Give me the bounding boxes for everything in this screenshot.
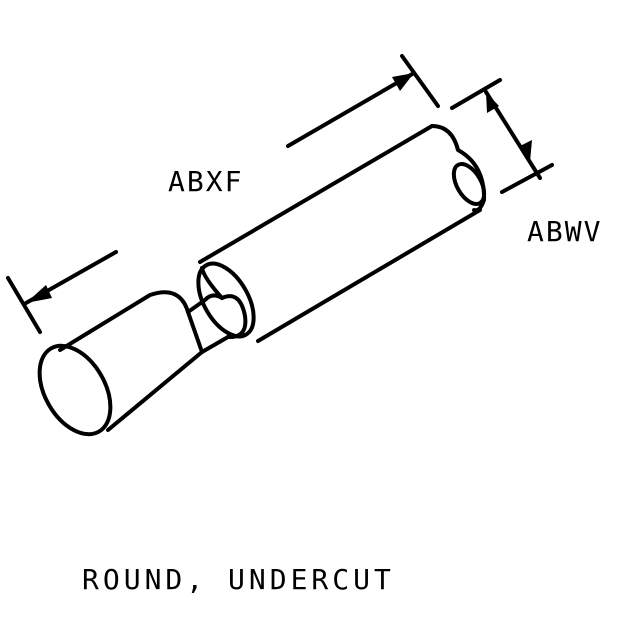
- body-end-face: [451, 162, 487, 206]
- diameter-extension-line-bottom: [500, 163, 554, 194]
- diameter-dimension-label: ABWV: [527, 215, 603, 248]
- length-dimension: [6, 54, 440, 334]
- length-dimension-line-right: [286, 71, 416, 148]
- body-top-edge: [198, 124, 434, 264]
- length-arrowhead-left: [26, 285, 52, 303]
- length-arrowhead-right: [392, 73, 414, 91]
- length-dimension-label: ABXF: [168, 165, 244, 198]
- head-end-face: [37, 343, 113, 437]
- head-outline: [58, 290, 204, 432]
- diagram-caption: ROUND, UNDERCUT: [82, 563, 395, 596]
- diameter-extension-line-top: [450, 78, 502, 110]
- length-extension-line-right: [400, 54, 440, 108]
- diameter-arrowhead-top: [486, 92, 499, 113]
- body-bottom-edge: [256, 208, 482, 343]
- diameter-arrowhead-bottom: [520, 140, 532, 162]
- diameter-dimension: [450, 78, 554, 194]
- length-extension-line-left: [6, 276, 42, 334]
- shaft-part: [37, 124, 487, 437]
- body-right-end: [430, 124, 487, 213]
- shoulder-face: [196, 261, 256, 339]
